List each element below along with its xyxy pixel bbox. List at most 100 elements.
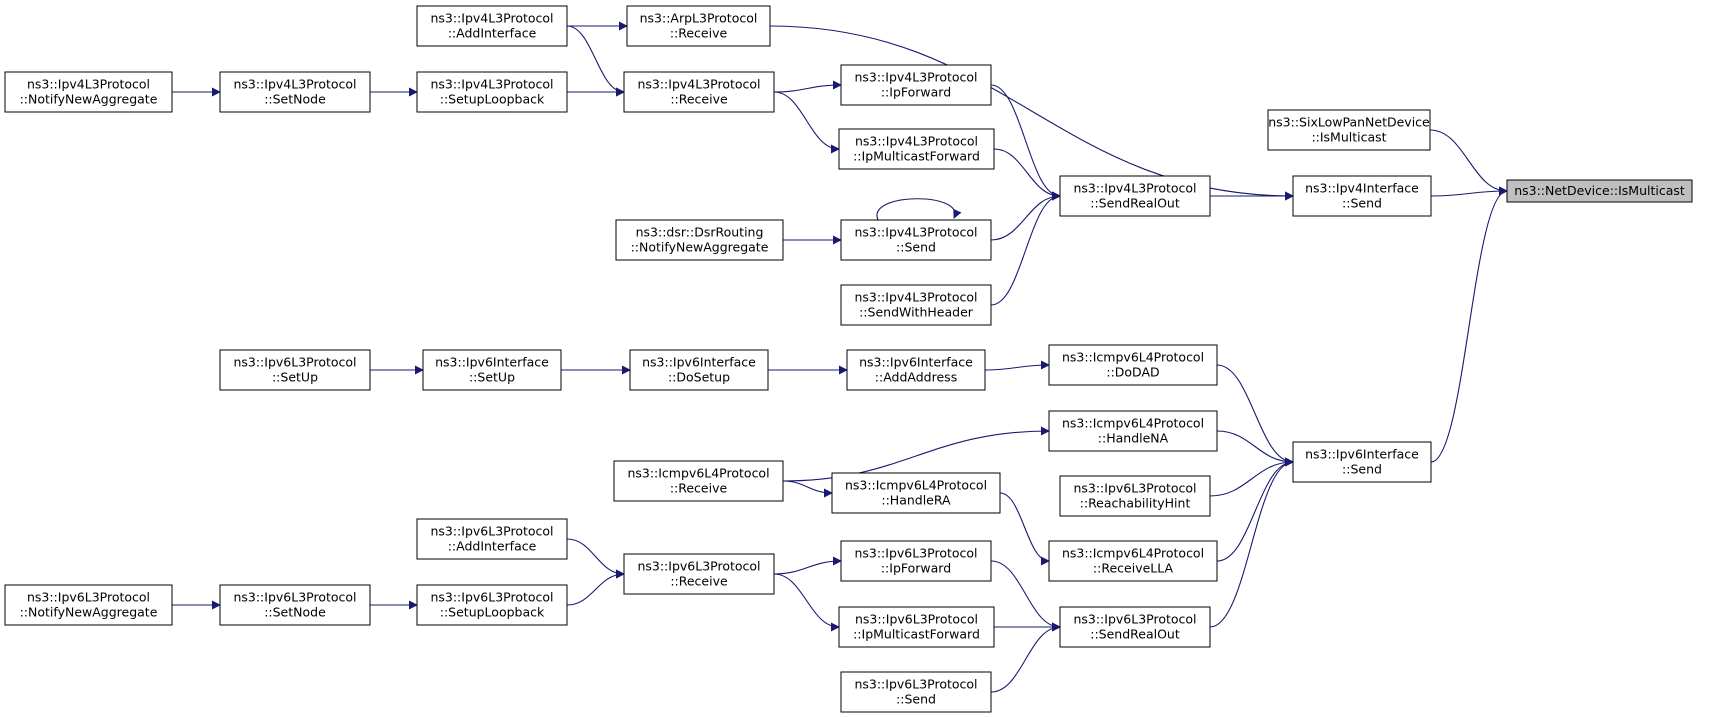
node-box xyxy=(629,349,769,391)
node-label: ns3::Icmpv6L4Protocol xyxy=(845,478,987,493)
node-ipv6if_send[interactable]: ns3::Ipv6Interface::Send xyxy=(1292,441,1432,483)
node-icmp_handlena[interactable]: ns3::Icmpv6L4Protocol::HandleNA xyxy=(1048,410,1218,452)
node-label: ns3::Ipv6L3Protocol xyxy=(855,612,978,627)
node-v4_ipmcfwd[interactable]: ns3::Ipv4L3Protocol::IpMulticastForward xyxy=(838,128,995,170)
node-label: ::SetUp xyxy=(469,370,515,385)
node-v6_setnode[interactable]: ns3::Ipv6L3Protocol::SetNode xyxy=(219,584,371,626)
node-label: ::Receive xyxy=(670,92,728,107)
node-box xyxy=(1059,475,1211,517)
node-label: ns3::Ipv6Interface xyxy=(859,355,973,370)
node-box xyxy=(1048,540,1218,582)
edge-v6_receive-to-v6_ipforward xyxy=(773,556,842,575)
node-v6_sendrealout[interactable]: ns3::Ipv6L3Protocol::SendRealOut xyxy=(1059,606,1211,648)
node-label: ::AddAddress xyxy=(875,370,957,385)
node-label: ::SetupLoopback xyxy=(440,92,545,107)
node-label: ::Receive xyxy=(670,481,728,496)
node-label: ::SendWithHeader xyxy=(859,305,974,320)
node-icmp_receive[interactable]: ns3::Icmpv6L4Protocol::Receive xyxy=(613,460,784,502)
edge-sixlow-to-root xyxy=(1429,129,1508,196)
node-v4_receive[interactable]: ns3::Ipv4L3Protocol::Receive xyxy=(623,71,775,113)
node-root[interactable]: ns3::NetDevice::IsMulticast xyxy=(1506,179,1693,203)
node-box xyxy=(1292,441,1432,483)
node-v4_setnode[interactable]: ns3::Ipv4L3Protocol::SetNode xyxy=(219,71,371,113)
node-label: ::NotifyNewAggregate xyxy=(20,605,158,620)
node-v6_setup[interactable]: ns3::Ipv6L3Protocol::SetUp xyxy=(219,349,371,391)
edge-icmp_handlera-to-icmp_receivella xyxy=(999,492,1050,566)
node-label: ns3::Ipv4L3Protocol xyxy=(855,134,978,149)
node-label: ns3::Ipv4Interface xyxy=(1305,181,1419,196)
node-label: ns3::Ipv4L3Protocol xyxy=(854,225,977,240)
node-box xyxy=(4,584,173,626)
node-v6if_dosetup[interactable]: ns3::Ipv6Interface::DoSetup xyxy=(629,349,769,391)
node-dsr_notify[interactable]: ns3::dsr::DsrRouting::NotifyNewAggregate xyxy=(615,219,784,261)
node-box xyxy=(219,71,371,113)
edge-v4_receive-to-v4_ipforward xyxy=(773,80,842,93)
node-v6_ipforward[interactable]: ns3::Ipv6L3Protocol::IpForward xyxy=(840,540,992,582)
edge-v4_sendwh-to-v4_sendrealout xyxy=(990,191,1061,306)
edge-v4_ipforward-to-v4_sendrealout xyxy=(990,84,1061,201)
node-v4_sendrealout[interactable]: ns3::Ipv4L3Protocol::SendRealOut xyxy=(1059,175,1211,217)
node-v6_receive[interactable]: ns3::Ipv6L3Protocol::Receive xyxy=(623,553,775,595)
edge-v4_send-to-v4_send xyxy=(876,198,962,221)
node-box xyxy=(416,518,568,560)
node-label: ::Receive xyxy=(670,574,728,589)
node-box xyxy=(615,219,784,261)
node-v6if_setup[interactable]: ns3::Ipv6Interface::SetUp xyxy=(422,349,562,391)
node-icmp_receivella[interactable]: ns3::Icmpv6L4Protocol::ReceiveLLA xyxy=(1048,540,1218,582)
node-label: ::SendRealOut xyxy=(1090,196,1180,211)
node-label: ns3::Ipv6L3Protocol xyxy=(1073,481,1196,496)
node-label: ::Send xyxy=(896,692,936,707)
node-v6_reach[interactable]: ns3::Ipv6L3Protocol::ReachabilityHint xyxy=(1059,475,1211,517)
node-box xyxy=(840,219,992,261)
node-v4_ipforward[interactable]: ns3::Ipv4L3Protocol::IpForward xyxy=(840,64,992,106)
node-arp_receive[interactable]: ns3::ArpL3Protocol::Receive xyxy=(626,5,771,47)
node-v4_setuplo[interactable]: ns3::Ipv4L3Protocol::SetupLoopback xyxy=(416,71,568,113)
node-v4_send[interactable]: ns3::Ipv4L3Protocol::Send xyxy=(840,219,992,261)
node-v6_send[interactable]: ns3::Ipv6L3Protocol::Send xyxy=(840,671,992,713)
node-v4_sendwh[interactable]: ns3::Ipv4L3Protocol::SendWithHeader xyxy=(840,284,992,326)
node-label: ::ReceiveLLA xyxy=(1093,561,1174,576)
node-box xyxy=(846,349,986,391)
node-v6_ipmcfwd[interactable]: ns3::Ipv6L3Protocol::IpMulticastForward xyxy=(838,606,995,648)
node-label: ::SetupLoopback xyxy=(440,605,545,620)
node-v6_setuplo[interactable]: ns3::Ipv6L3Protocol::SetupLoopback xyxy=(416,584,568,626)
node-box xyxy=(219,584,371,626)
node-icmp_handlera[interactable]: ns3::Icmpv6L4Protocol::HandleRA xyxy=(831,472,1001,514)
node-v4_addif[interactable]: ns3::Ipv4L3Protocol::AddInterface xyxy=(416,5,568,47)
node-label: ns3::Ipv6Interface xyxy=(435,355,549,370)
node-v6_addif[interactable]: ns3::Ipv6L3Protocol::AddInterface xyxy=(416,518,568,560)
node-label: ns3::Ipv6L3Protocol xyxy=(1073,612,1196,627)
edge-v6if_addaddr-to-icmp_dodad xyxy=(984,360,1050,371)
node-v6_notify[interactable]: ns3::Ipv6L3Protocol::NotifyNewAggregate xyxy=(4,584,173,626)
node-label: ns3::Ipv6L3Protocol xyxy=(430,590,553,605)
node-label: ns3::Icmpv6L4Protocol xyxy=(627,466,769,481)
node-v6if_addaddr[interactable]: ns3::Ipv6Interface::AddAddress xyxy=(846,349,986,391)
nodes-layer: ns3::NetDevice::IsMulticast ns3::SixLowPa… xyxy=(4,5,1693,713)
node-label: ::Send xyxy=(896,240,936,255)
node-icmp_dodad[interactable]: ns3::Icmpv6L4Protocol::DoDAD xyxy=(1048,344,1218,386)
node-box xyxy=(626,5,771,47)
node-sixlow[interactable]: ns3::SixLowPanNetDevice::IsMulticast xyxy=(1267,109,1431,151)
node-label: ::HandleRA xyxy=(881,493,951,508)
node-box xyxy=(623,71,775,113)
node-label: ns3::Ipv6L3Protocol xyxy=(233,355,356,370)
node-box xyxy=(838,128,995,170)
node-v4_notify[interactable]: ns3::Ipv4L3Protocol::NotifyNewAggregate xyxy=(4,71,173,113)
edge-icmp_handlena-to-ipv6if_send xyxy=(1216,430,1294,467)
edge-icmp_receivella-to-ipv6if_send xyxy=(1216,457,1294,562)
edge-v6_receive-to-v6_ipmcfwd xyxy=(773,573,840,632)
node-label: ::SetNode xyxy=(264,92,326,107)
node-label: ns3::Ipv6L3Protocol xyxy=(233,590,356,605)
node-label: ::Send xyxy=(1342,196,1382,211)
node-label: ns3::Ipv4L3Protocol xyxy=(430,11,553,26)
node-box xyxy=(1292,175,1432,217)
edge-v6_send-to-v6_sendrealout xyxy=(990,622,1061,693)
edge-v4_receive-to-v4_ipmcfwd xyxy=(773,91,840,154)
node-label: ::IpForward xyxy=(881,561,951,576)
node-ipv4if_send[interactable]: ns3::Ipv4Interface::Send xyxy=(1292,175,1432,217)
node-label: ::IpMulticastForward xyxy=(853,149,980,164)
node-label: ::HandleNA xyxy=(1098,431,1169,446)
node-box xyxy=(840,671,992,713)
node-box xyxy=(1506,179,1693,203)
